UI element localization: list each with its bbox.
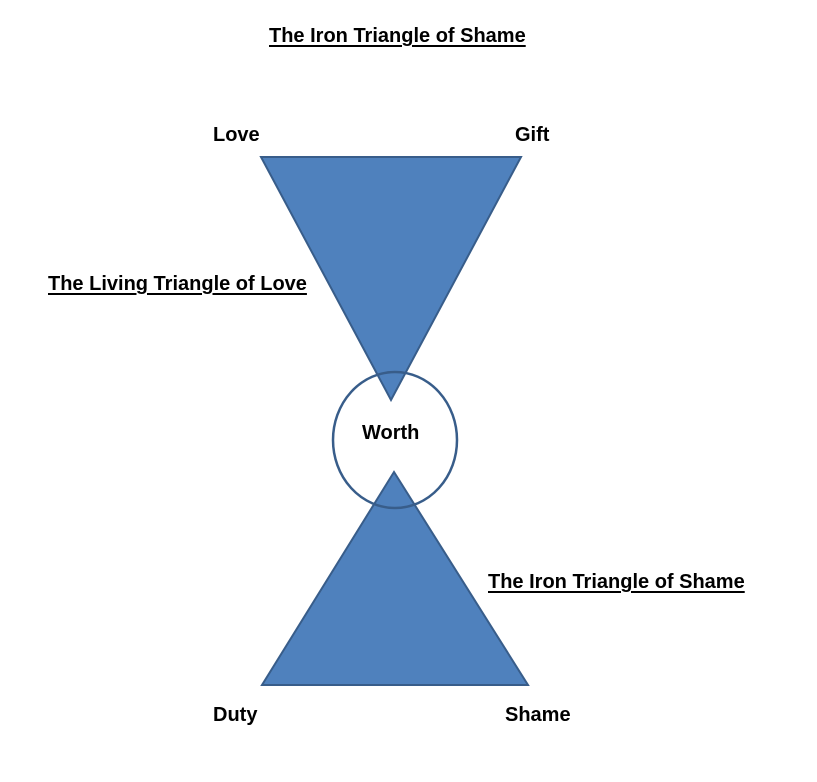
gift-label: Gift xyxy=(515,124,550,146)
iron-triangle-of-shame-shape xyxy=(260,470,530,686)
love-label: Love xyxy=(213,124,260,146)
living-triangle-label: The Living Triangle of Love xyxy=(48,273,307,295)
shame-label: Shame xyxy=(505,704,571,726)
duty-label: Duty xyxy=(213,704,258,726)
iron-triangle-label: The Iron Triangle of Shame xyxy=(488,571,745,593)
worth-label: Worth xyxy=(362,422,420,444)
living-triangle-of-love-shape xyxy=(259,156,523,403)
worth-circle xyxy=(331,370,459,510)
diagram-title: The Iron Triangle of Shame xyxy=(269,25,526,47)
